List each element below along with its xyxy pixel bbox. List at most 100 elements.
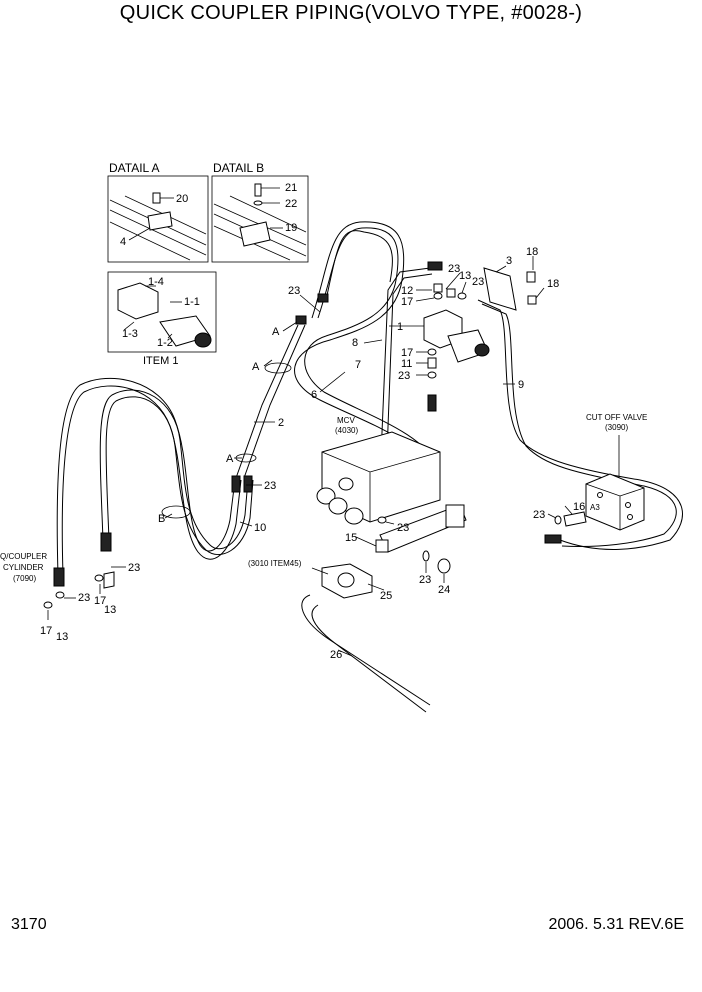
oring-23c [457,292,467,300]
item-1-valve-block [117,282,159,320]
callout-13: 13 [56,631,68,643]
oring-24 [422,550,430,562]
callout-1: 1 [397,321,403,333]
callout-1-2: 1-2 [157,337,173,349]
valve-assembly [423,267,537,379]
fittings [43,261,562,609]
callout-1-1: 1-1 [184,296,200,308]
callout-9: 9 [518,379,524,391]
elbow-left [103,571,115,589]
callout-3: 3 [506,255,512,267]
callout-2: 2 [278,417,284,429]
callout-23: 23 [533,509,545,521]
detail-a-title: DATAIL A [109,161,159,175]
port-a3-label: A3 [590,503,600,512]
oring-23g [554,515,562,525]
callout-18: 18 [526,246,538,258]
hose-10b [61,385,242,576]
cut-off-valve-ref: (3090) [605,423,628,432]
fitting-hose10-1 [231,475,241,493]
detail-a-bolt [152,192,161,204]
callout-21: 21 [285,182,297,194]
oring-23-mcv [377,516,387,524]
callout-23: 23 [78,592,90,604]
callout-22: 22 [285,198,297,210]
qcoupler-label-line2: CYLINDER [3,563,44,572]
callout-b: B [158,513,165,525]
mcv-spool-3 [344,507,364,525]
fitting-hose8-top [427,261,443,271]
callout-24: 24 [438,584,450,596]
fitting-left-cyl-1 [53,567,65,587]
callout-23: 23 [128,562,140,574]
callout-1-3: 1-3 [122,328,138,340]
detail-b-clamp [239,221,271,247]
callout-13: 13 [104,604,116,616]
hose-26a [301,594,431,706]
mcv-body: MCV (4030) [316,416,467,553]
callout-4: 4 [120,236,126,248]
detail-b-bolt [254,183,262,197]
detail-a-box: DATAIL A 20 4 [107,161,209,263]
adapter-12 [433,283,443,293]
bracket-3 [483,267,517,311]
page-title: QUICK COUPLER PIPING(VOLVO TYPE, #0028-) [119,2,583,24]
detail-a-clamp [147,211,173,231]
callout-17: 17 [94,595,106,607]
callout-6: 6 [311,389,317,401]
qcoupler-label-line1: Q/COUPLER [0,552,47,561]
callout-23: 23 [397,522,409,534]
hose-2b [243,324,306,479]
oring-left-1 [43,601,53,609]
callout-17: 17 [401,347,413,359]
qcoupler-ref: (7090) [13,574,36,583]
cut-off-valve-body [585,473,645,531]
item-1-box: 1-4 1-1 1-3 1-2 ITEM 1 [107,271,217,367]
callout-23: 23 [288,285,300,297]
page-number: 3170 [11,916,47,933]
oring-17a [433,292,443,300]
cut-off-valve: A3 CUT OFF VALVE (3090) [554,413,647,531]
callout-17: 17 [401,296,413,308]
fitting-hose10-2 [243,475,253,493]
mcv-edges [321,451,441,522]
plug-24 [437,558,451,574]
cutoff-port-3 [627,514,633,520]
callout-15: 15 [345,532,357,544]
callout-17: 17 [40,625,52,637]
callout-13: 13 [459,270,471,282]
detail-b-washer [253,200,263,206]
detail-a-frame [107,175,209,263]
adapter-15 [375,539,389,553]
flange-25 [321,563,373,599]
item-1-connector [194,332,212,348]
hose-group [56,221,683,713]
cutoff-port-2 [625,502,631,508]
cutoff-port-1 [597,492,603,498]
detail-b-box: DATAIL B 21 22 19 [211,161,309,263]
hose-10c [99,389,249,550]
leader-lines [47,256,573,657]
callout-18: 18 [547,278,559,290]
oring-left-2 [55,591,65,599]
callout-25: 25 [380,590,392,602]
flange-25-bore [337,572,355,588]
hose-26b [311,604,427,713]
callout-7: 7 [355,359,361,371]
adapter-13 [446,288,456,298]
tee-16 [563,511,587,527]
hose-2a [235,324,299,479]
callout-23: 23 [419,574,431,586]
callout-16: 16 [573,501,585,513]
callout-11: 11 [401,358,412,370]
hose-6 [294,221,431,481]
callout-10: 10 [254,522,266,534]
fitting-hose2-top [295,315,307,325]
callout-19: 19 [285,222,297,234]
hose-10a [56,378,236,576]
mcv-spool-2 [328,497,348,515]
callout-12: 12 [401,285,413,297]
adapter-11 [427,357,437,369]
callout-1-4: 1-4 [148,276,164,288]
